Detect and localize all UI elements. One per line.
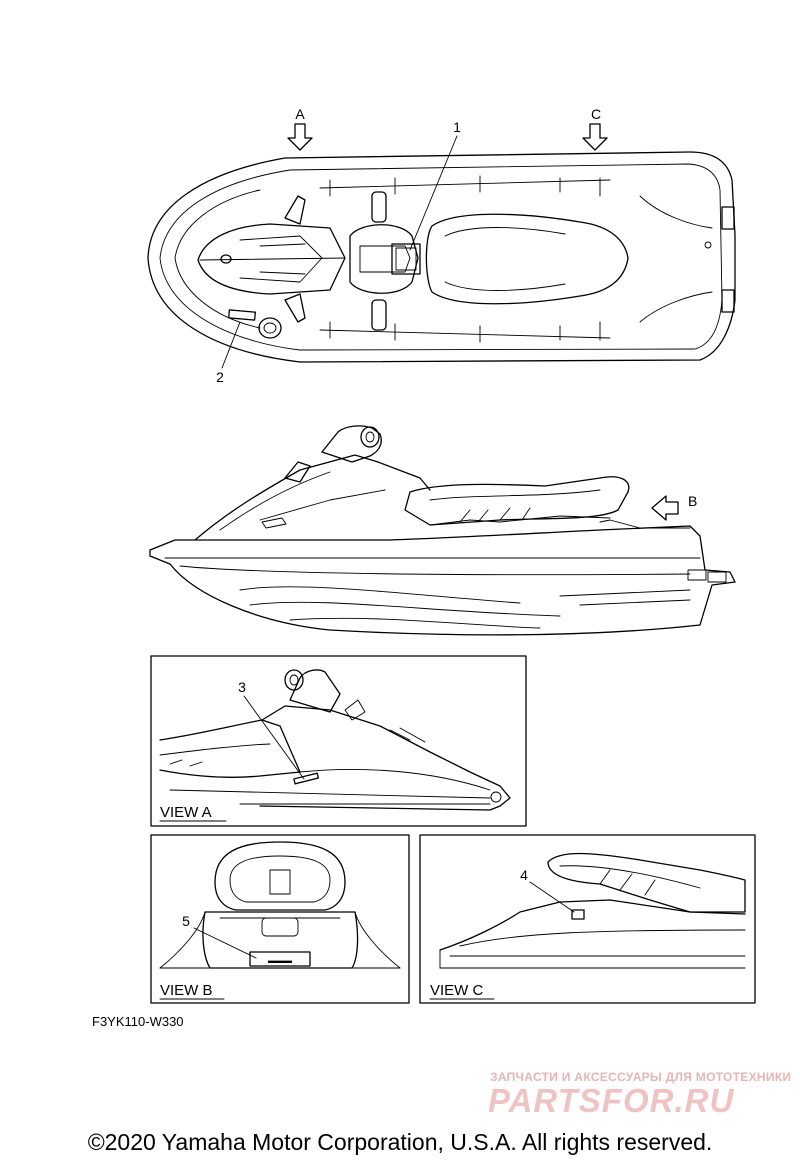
copyright-notice: ©2020 Yamaha Motor Corporation, U.S.A. A… bbox=[87, 1129, 713, 1155]
callout-4: 4 bbox=[520, 867, 528, 883]
arrow-label-c: C bbox=[591, 106, 601, 122]
arrow-label-a: A bbox=[295, 106, 305, 122]
callout-1: 1 bbox=[453, 119, 461, 135]
view-arrow-a bbox=[287, 123, 313, 151]
view-c-panel bbox=[419, 834, 756, 1004]
view-b-panel: ▬▬▬ bbox=[150, 834, 410, 1004]
callout-3: 3 bbox=[238, 679, 246, 695]
watermark-logo-text: PARTSFOR.RU bbox=[488, 1082, 735, 1119]
callout-2: 2 bbox=[216, 369, 224, 385]
view-b-label: VIEW B bbox=[160, 982, 213, 999]
callout-5: 5 bbox=[182, 913, 190, 929]
view-a-label: VIEW A bbox=[160, 804, 212, 821]
view-arrow-b bbox=[651, 495, 679, 521]
arrow-label-b: B bbox=[688, 493, 697, 509]
figure-code: F3YK110-W330 bbox=[92, 1014, 184, 1029]
side-view-watercraft bbox=[149, 425, 736, 636]
view-a-panel bbox=[150, 655, 527, 827]
top-view-watercraft bbox=[147, 151, 736, 363]
watermark-logo: PARTSFOR.RU bbox=[488, 1084, 793, 1118]
watermark-tagline: ЗАПЧАСТИ И АКСЕССУАРЫ ДЛЯ МОТОТЕХНИКИ bbox=[490, 1070, 792, 1084]
yamaha-logo-plate: ▬▬▬ bbox=[268, 956, 292, 965]
view-c-label: VIEW C bbox=[430, 982, 484, 999]
view-arrow-c bbox=[582, 123, 608, 151]
